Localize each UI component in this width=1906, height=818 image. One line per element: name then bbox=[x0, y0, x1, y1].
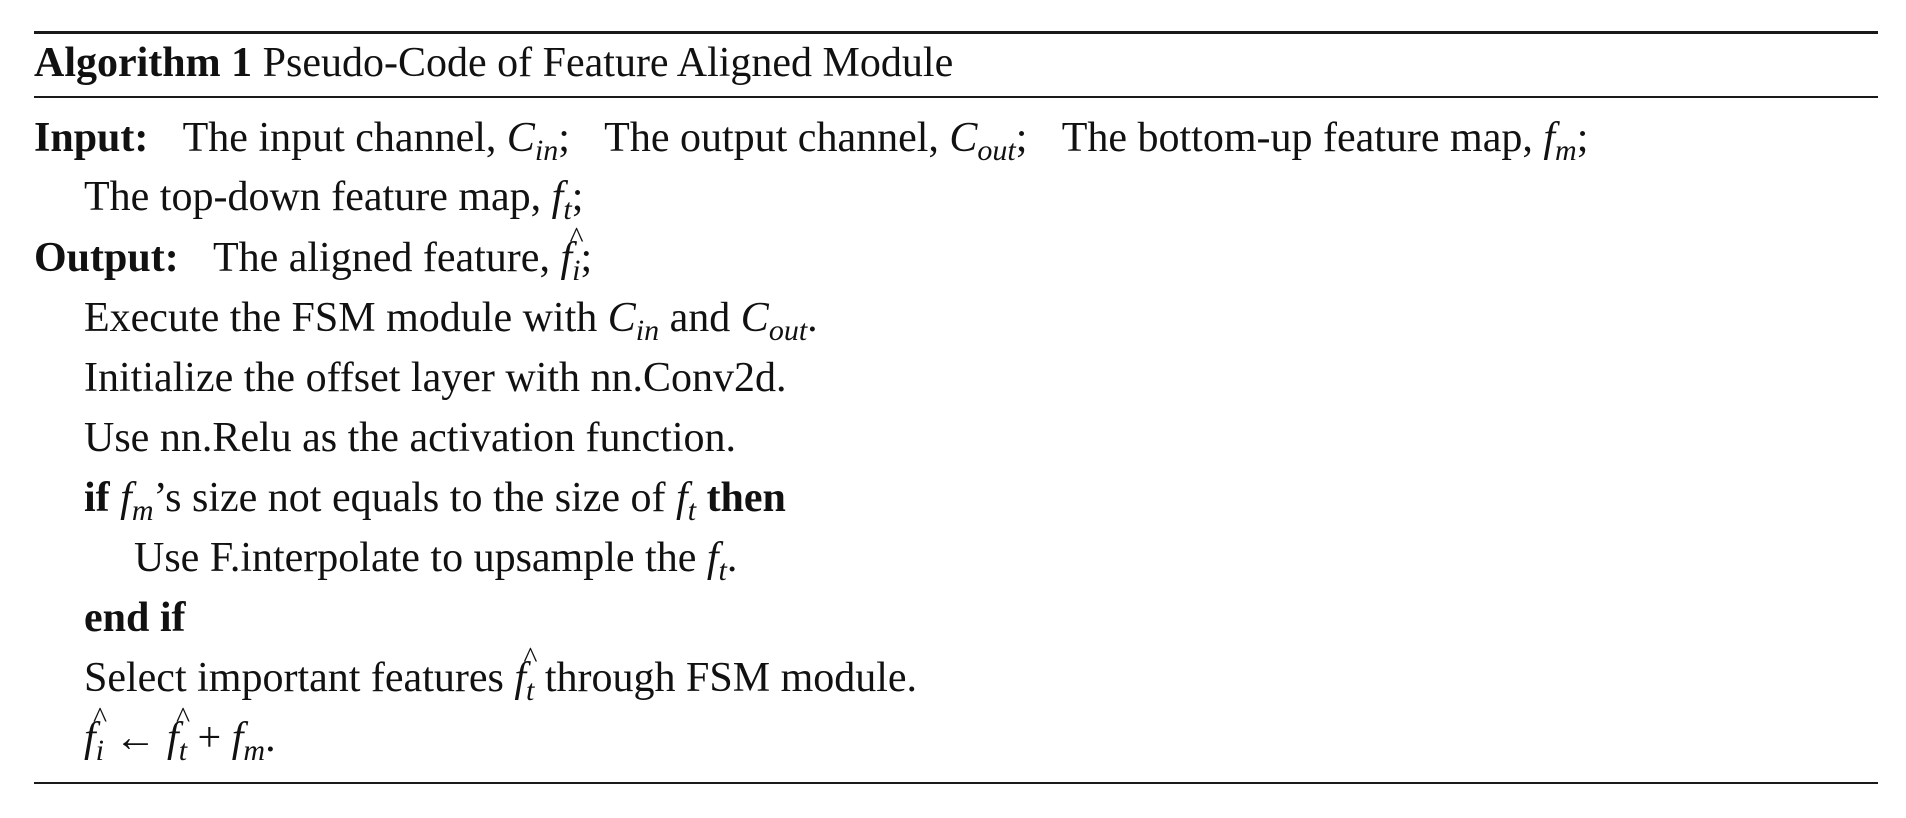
separator: ; bbox=[571, 174, 584, 220]
f-t-symbol: f bbox=[551, 174, 564, 220]
and-text: and bbox=[669, 295, 731, 341]
f-t-symbol: f bbox=[706, 535, 719, 581]
f-t-subscript: t bbox=[563, 193, 572, 226]
if-condition: ’s size not equals to the size of bbox=[153, 475, 666, 521]
f-hat-symbol: f bbox=[167, 689, 189, 767]
f-hat-t-subscript: t bbox=[178, 734, 188, 767]
interpolate-text: Use F.interpolate to upsample the bbox=[134, 535, 697, 581]
f-hat-symbol: f bbox=[514, 629, 536, 707]
step-sum: fi ← ft + fm. bbox=[34, 689, 1906, 780]
fsm-text: Execute the FSM module with bbox=[84, 295, 598, 341]
step-select-features: Select important features ft through FSM… bbox=[34, 629, 1906, 720]
step-end-if: end if bbox=[34, 589, 1906, 647]
end-if-keyword: end if bbox=[84, 595, 186, 641]
output-channel-text: The output channel, bbox=[604, 115, 939, 161]
c-out-subscript: out bbox=[977, 134, 1016, 167]
separator: ; bbox=[1576, 115, 1589, 161]
period: . bbox=[807, 295, 818, 341]
c-out-subscript: out bbox=[768, 314, 808, 347]
step-execute-fsm: Execute the FSM module with Cin and Cout… bbox=[34, 289, 1906, 360]
c-out-symbol: C bbox=[740, 295, 769, 341]
step-activation: Use nn.Relu as the activation function. bbox=[34, 409, 1906, 467]
if-keyword: if bbox=[84, 475, 110, 521]
top-rule bbox=[34, 31, 1878, 34]
step-init-offset: Initialize the offset layer with nn.Conv… bbox=[34, 349, 1906, 407]
separator: ; bbox=[558, 115, 570, 161]
period: . bbox=[265, 715, 276, 761]
f-m-symbol: f bbox=[231, 715, 244, 761]
f-m-subscript: m bbox=[1555, 134, 1577, 167]
aligned-text: The aligned feature, bbox=[212, 235, 550, 281]
separator: ; bbox=[1015, 115, 1028, 161]
input-line: Input: The input channel, Cin; The outpu… bbox=[34, 109, 1884, 180]
header-rule bbox=[34, 96, 1878, 98]
algorithm-number: Algorithm 1 bbox=[34, 40, 253, 86]
f-t-subscript: t bbox=[687, 494, 697, 527]
input-line-continued: The top-down feature map, ft; bbox=[34, 168, 1906, 239]
output-label: Output: bbox=[34, 235, 179, 281]
f-t-symbol: f bbox=[676, 475, 688, 521]
f-hat-i-subscript: i bbox=[572, 254, 581, 287]
algorithm-header: Algorithm 1 Pseudo-Code of Feature Align… bbox=[34, 34, 1884, 92]
select-text: Select important features bbox=[84, 655, 504, 701]
f-hat-symbol: f bbox=[560, 209, 582, 287]
c-out-symbol: C bbox=[949, 115, 978, 161]
f-hat-t-subscript: t bbox=[526, 674, 535, 707]
f-m-subscript: m bbox=[243, 734, 266, 767]
f-hat-i-subscript: i bbox=[95, 734, 105, 767]
step-if: if fm’s size not equals to the size of f… bbox=[34, 469, 1906, 540]
f-t-subscript: t bbox=[718, 554, 727, 587]
c-in-symbol: C bbox=[506, 115, 535, 161]
output-line: Output: The aligned feature, fi; bbox=[34, 209, 1884, 300]
c-in-subscript: in bbox=[534, 134, 559, 167]
f-m-subscript: m bbox=[131, 494, 154, 527]
bottom-rule bbox=[34, 782, 1878, 784]
f-m-symbol: f bbox=[1543, 115, 1556, 161]
plus-sign: + bbox=[197, 715, 222, 761]
input-channel-text: The input channel, bbox=[182, 115, 497, 161]
relu-text: Use nn.Relu as the activation function. bbox=[84, 415, 737, 461]
offset-text: Initialize the offset layer with nn.Conv… bbox=[84, 355, 787, 401]
then-keyword: then bbox=[706, 475, 786, 521]
assign-arrow: ← bbox=[114, 715, 157, 761]
c-in-subscript: in bbox=[635, 314, 660, 347]
bottom-up-text: The bottom-up feature map, bbox=[1061, 115, 1533, 161]
f-hat-symbol: f bbox=[84, 689, 106, 767]
step-interpolate: Use F.interpolate to upsample the ft. bbox=[34, 529, 1906, 600]
top-down-text: The top-down feature map, bbox=[84, 174, 542, 220]
f-m-symbol: f bbox=[120, 475, 132, 521]
period: . bbox=[726, 535, 738, 581]
algorithm-title: Pseudo-Code of Feature Aligned Module bbox=[262, 40, 954, 86]
select-tail: through FSM module. bbox=[544, 655, 918, 701]
separator: ; bbox=[580, 235, 593, 281]
input-label: Input: bbox=[34, 115, 149, 161]
c-in-symbol: C bbox=[607, 295, 636, 341]
